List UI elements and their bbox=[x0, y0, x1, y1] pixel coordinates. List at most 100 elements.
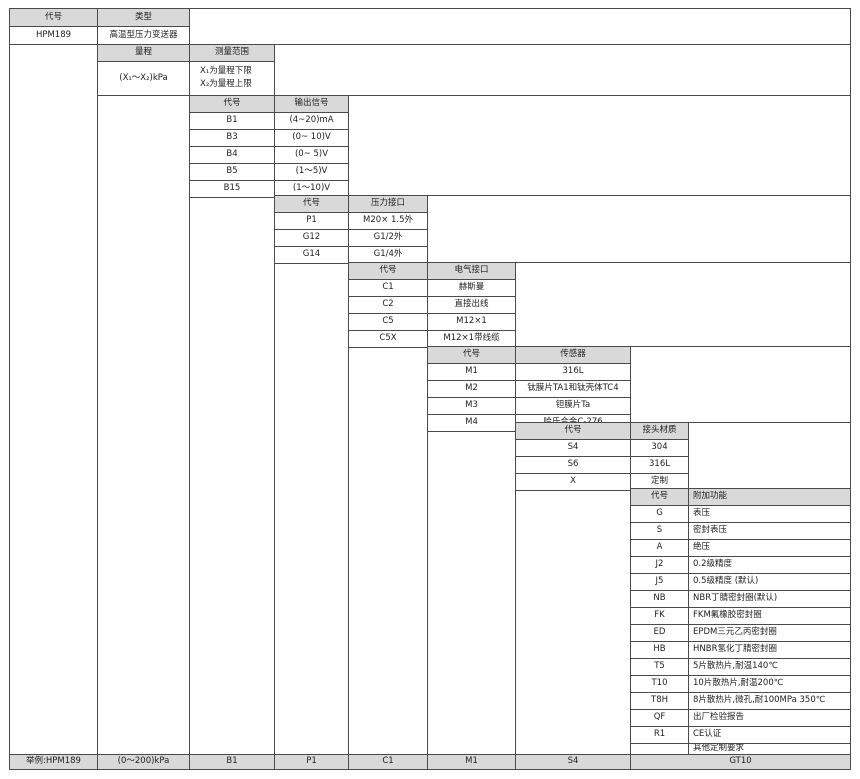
sensor-value: 316L bbox=[515, 363, 631, 381]
output-value: (4~20)mA bbox=[274, 112, 349, 130]
extra-value: EPDM三元乙丙密封圈 bbox=[688, 624, 851, 642]
extra-value: 密封表压 bbox=[688, 522, 851, 540]
example-cell: GT10 bbox=[630, 754, 851, 770]
model-code: HPM189 bbox=[9, 26, 98, 45]
extra-code: G bbox=[630, 505, 689, 523]
output-header-name: 输出信号 bbox=[274, 95, 349, 113]
example-cell: (0～200)kPa bbox=[97, 754, 190, 770]
extra-value: NBR丁腈密封圈(默认) bbox=[688, 590, 851, 608]
sensor-header-name: 传感器 bbox=[515, 346, 631, 364]
empty-region bbox=[348, 95, 851, 196]
joint-header-code: 代号 bbox=[515, 422, 631, 440]
range-note: X₁为量程下限 bbox=[200, 66, 252, 77]
example-cell: S4 bbox=[515, 754, 631, 770]
empty-region bbox=[427, 195, 851, 263]
output-value: (1～5)V bbox=[274, 163, 349, 181]
column-blank bbox=[427, 431, 516, 755]
range-value: (X₁～X₂)kPa bbox=[97, 61, 190, 96]
extra-code: T5 bbox=[630, 658, 689, 676]
extra-code: HB bbox=[630, 641, 689, 659]
column-blank bbox=[9, 44, 98, 755]
sensor-header-code: 代号 bbox=[427, 346, 516, 364]
extra-code: T10 bbox=[630, 675, 689, 693]
extra-code: ED bbox=[630, 624, 689, 642]
extra-value: CE认证 bbox=[688, 726, 851, 744]
output-value: (0~ 10)V bbox=[274, 129, 349, 147]
header-type: 类型 bbox=[97, 8, 190, 27]
output-code: B3 bbox=[189, 129, 275, 147]
example-cell: M1 bbox=[427, 754, 516, 770]
pressure-port-header-code: 代号 bbox=[274, 195, 349, 213]
pressure-port-value: M20× 1.5外 bbox=[348, 212, 428, 230]
extra-value: 绝压 bbox=[688, 539, 851, 557]
electrical-value: 直接出线 bbox=[427, 296, 516, 314]
pressure-port-value: G1/2外 bbox=[348, 229, 428, 247]
range-notes: X₁为量程下限 X₂为量程上限 bbox=[189, 61, 275, 96]
pressure-port-code: G14 bbox=[274, 246, 349, 264]
output-code: B5 bbox=[189, 163, 275, 181]
column-blank bbox=[348, 347, 428, 755]
empty-region bbox=[515, 262, 851, 347]
extra-value: 5片散热片,耐温140℃ bbox=[688, 658, 851, 676]
extra-value: 出厂检验报告 bbox=[688, 709, 851, 727]
pressure-port-header-name: 压力接口 bbox=[348, 195, 428, 213]
electrical-code: C1 bbox=[348, 279, 428, 297]
example-cell: B1 bbox=[189, 754, 275, 770]
extra-code: A bbox=[630, 539, 689, 557]
joint-code: S6 bbox=[515, 456, 631, 474]
extra-code: FK bbox=[630, 607, 689, 625]
example-cell: P1 bbox=[274, 754, 349, 770]
header-range: 量程 bbox=[97, 44, 190, 62]
extra-value: 10片散热片,耐温200℃ bbox=[688, 675, 851, 693]
output-value: (0~ 5)V bbox=[274, 146, 349, 164]
electrical-value: 赫斯曼 bbox=[427, 279, 516, 297]
electrical-value: M12×1 bbox=[427, 313, 516, 331]
sensor-code: M1 bbox=[427, 363, 516, 381]
electrical-code: C5X bbox=[348, 330, 428, 348]
pressure-port-code: G12 bbox=[274, 229, 349, 247]
extra-code: J2 bbox=[630, 556, 689, 574]
pressure-port-code: P1 bbox=[274, 212, 349, 230]
extra-header-code: 代号 bbox=[630, 488, 689, 506]
electrical-header-name: 电气接口 bbox=[427, 262, 516, 280]
column-blank bbox=[189, 197, 275, 755]
sensor-value: 钽膜片Ta bbox=[515, 397, 631, 415]
extra-code: T8H bbox=[630, 692, 689, 710]
empty-region bbox=[274, 44, 851, 96]
extra-code: R1 bbox=[630, 726, 689, 744]
output-code: B4 bbox=[189, 146, 275, 164]
extra-value: 0.2级精度 bbox=[688, 556, 851, 574]
electrical-code: C5 bbox=[348, 313, 428, 331]
output-header-code: 代号 bbox=[189, 95, 275, 113]
empty-region bbox=[688, 422, 851, 489]
example-cell: 举例:HPM189 bbox=[9, 754, 98, 770]
range-note: X₂为量程上限 bbox=[200, 79, 252, 89]
sensor-code: M2 bbox=[427, 380, 516, 398]
joint-value: 316L bbox=[630, 456, 689, 474]
joint-code: S4 bbox=[515, 439, 631, 457]
extra-code: S bbox=[630, 522, 689, 540]
model-type: 高温型压力变送器 bbox=[97, 26, 190, 45]
joint-header-name: 接头材质 bbox=[630, 422, 689, 440]
sensor-value: 钛膜片TA1和钛壳体TC4 bbox=[515, 380, 631, 398]
output-code: B1 bbox=[189, 112, 275, 130]
joint-code: X bbox=[515, 473, 631, 491]
electrical-code: C2 bbox=[348, 296, 428, 314]
extra-value: 8片散热片,微孔,耐100MPa 350℃ bbox=[688, 692, 851, 710]
example-cell: C1 bbox=[348, 754, 428, 770]
extra-value: HNBR氢化丁腈密封圈 bbox=[688, 641, 851, 659]
electrical-header-code: 代号 bbox=[348, 262, 428, 280]
column-blank bbox=[515, 490, 631, 755]
extra-value: FKM氟橡胶密封圈 bbox=[688, 607, 851, 625]
empty-region bbox=[189, 8, 851, 45]
header-code: 代号 bbox=[9, 8, 98, 27]
column-blank bbox=[97, 95, 190, 755]
header-measure: 测量范围 bbox=[189, 44, 275, 62]
column-blank bbox=[274, 263, 349, 755]
sensor-code: M3 bbox=[427, 397, 516, 415]
joint-value: 304 bbox=[630, 439, 689, 457]
extra-header-name: 附加功能 bbox=[688, 488, 851, 506]
extra-code: NB bbox=[630, 590, 689, 608]
output-code: B15 bbox=[189, 180, 275, 198]
